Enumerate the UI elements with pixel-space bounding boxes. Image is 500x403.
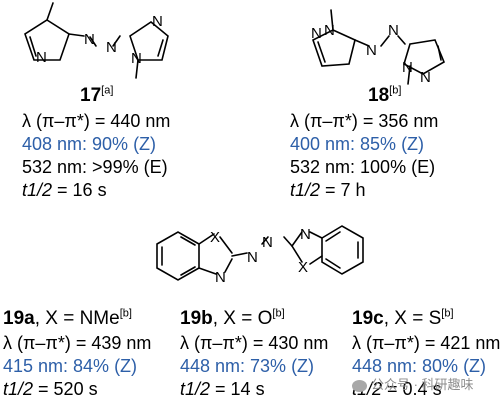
lambda-19b: λ (π–π*) = 430 nm: [180, 333, 329, 353]
atom-n-19d: N: [300, 226, 311, 243]
irradiation-blue-19c: 448 nm: 80% (Z): [352, 356, 487, 376]
atom-n-19a: N: [215, 269, 226, 286]
atom-n-17e: N: [131, 50, 142, 67]
compound-label-17: 17[a]: [80, 84, 114, 106]
compound-label-19b: 19b, X = O[b]: [180, 307, 285, 329]
atom-n-17c: N: [106, 39, 117, 56]
irradiation-green-18: 532 nm: 100% (E): [290, 157, 436, 177]
atom-n-19b: N: [247, 249, 258, 266]
irradiation-blue-17: 408 nm: 90% (Z): [22, 134, 157, 154]
lambda-19a: λ (π–π*) = 439 nm: [3, 333, 152, 353]
lambda-19c: λ (π–π*) = 421 nm: [352, 333, 500, 353]
atom-x-left: X: [210, 229, 220, 246]
compound-label-19c: 19c, X = S[b]: [352, 307, 454, 329]
lambda-18: λ (π–π*) = 356 nm: [290, 111, 439, 131]
atom-n-18f: N: [402, 59, 413, 76]
atom-n-18e: N: [420, 69, 431, 86]
atom-x-right: X: [298, 259, 308, 276]
compound-label-19a: 19a, X = NMe[b]: [3, 307, 132, 329]
wechat-icon: [352, 379, 367, 392]
half-life-17: t1/2 = 16 s: [22, 180, 107, 200]
irradiation-green-17: 532 nm: >99% (E): [22, 157, 168, 177]
irradiation-blue-19b: 448 nm: 73% (Z): [180, 356, 315, 376]
irradiation-blue-18: 400 nm: 85% (Z): [290, 134, 425, 154]
half-life-19b: t1/2 = 14 s: [180, 379, 265, 399]
atom-n-18d: N: [388, 22, 399, 39]
atom-n-17b: N: [84, 31, 95, 48]
irradiation-blue-19a: 415 nm: 84% (Z): [3, 356, 138, 376]
atom-n-19c: N: [262, 234, 273, 251]
structure-17: [24, 2, 169, 79]
compound-label-18: 18[b]: [368, 84, 402, 106]
structure-19: [156, 225, 364, 281]
half-life-19a: t1/2 = 520 s: [3, 379, 98, 399]
atom-n-18a: N: [311, 25, 322, 42]
half-life-18: t1/2 = 7 h: [290, 180, 366, 200]
structure-18: [312, 9, 446, 85]
atom-n-18b: N: [324, 22, 335, 39]
watermark: 公众号 · 科研趣味: [352, 374, 474, 393]
lambda-17: λ (π–π*) = 440 nm: [22, 111, 171, 131]
atom-n-17a: N: [36, 49, 47, 66]
atom-n-18c: N: [366, 42, 377, 59]
atom-n-17d: N: [152, 13, 163, 30]
